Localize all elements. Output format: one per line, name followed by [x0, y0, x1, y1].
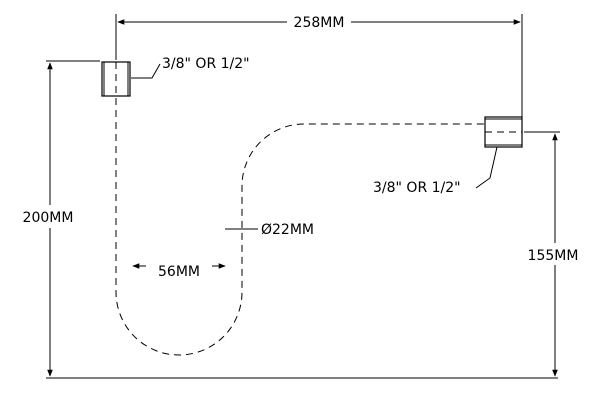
outlet-thread-callout: 3/8" OR 1/2" — [373, 146, 498, 196]
outlet-height-label: 155MM — [528, 248, 579, 264]
overall-width-label: 258MM — [294, 15, 345, 31]
inlet-fitting — [101, 61, 131, 97]
outlet-fitting — [484, 116, 523, 148]
inlet-thread-callout: 3/8" OR 1/2" — [131, 56, 250, 79]
overall-height-label: 200MM — [23, 210, 74, 226]
trap-gap-label: 56MM — [158, 264, 200, 280]
pipe-centerline — [115, 62, 522, 356]
pipe-diameter-dimension: Ø22MM — [225, 222, 314, 238]
outlet-height-dimension: 155MM — [524, 131, 579, 377]
trap-pipe — [102, 62, 522, 369]
trap-gap-dimension: 56MM — [132, 263, 226, 280]
overall-width-dimension: 258MM — [115, 14, 523, 117]
inlet-thread-label: 3/8" OR 1/2" — [162, 56, 250, 72]
overall-height-dimension: 200MM — [23, 60, 558, 379]
outlet-thread-label: 3/8" OR 1/2" — [373, 180, 461, 196]
pipe-diameter-label: Ø22MM — [261, 222, 314, 238]
